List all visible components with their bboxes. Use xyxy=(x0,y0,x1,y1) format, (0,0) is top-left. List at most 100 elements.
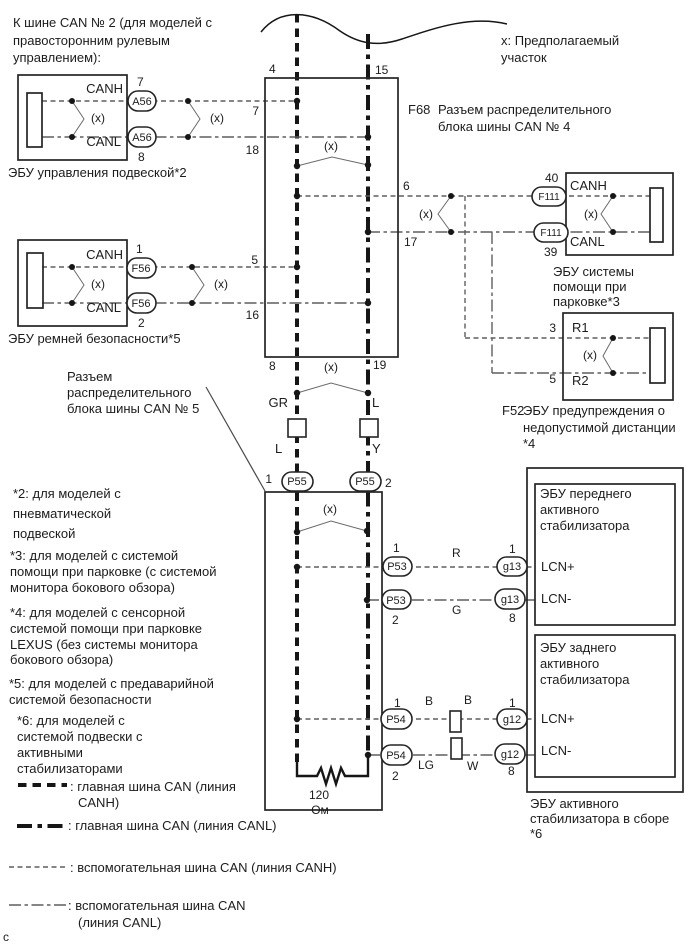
footnote-line: *3: для моделей с системой xyxy=(10,548,178,563)
footnote-line: *6: для моделей с xyxy=(17,713,125,728)
rear-stab-lcn-plus: LCN+ xyxy=(541,711,575,726)
f68-junction-box xyxy=(264,77,399,358)
distance-ecu-label-line: недопустимой дистанции xyxy=(523,420,676,435)
sub-canh-wires xyxy=(42,100,650,720)
connector-f56-canh xyxy=(126,257,157,279)
connector-g13-1 xyxy=(496,556,528,577)
pin-number: 5 xyxy=(549,372,556,386)
can5-label-line: блока шины CAN № 5 xyxy=(67,401,199,416)
front-stab-lcn-plus: LCN+ xyxy=(541,559,575,574)
wire-color-w: W xyxy=(467,759,479,773)
legend-text-line: : главная шина CAN (линия CANL) xyxy=(68,818,277,833)
chevron-parking-internal xyxy=(600,195,614,233)
connector-a56-canl xyxy=(127,126,157,148)
distance-r1-label: R1 xyxy=(572,320,589,335)
can5-label-pointer-line xyxy=(205,386,266,492)
wire-color-gr: GR xyxy=(269,395,289,410)
component-boxes xyxy=(17,74,684,811)
pin-number: 1 xyxy=(394,696,401,710)
chevron-can5-bus xyxy=(296,520,368,533)
seatbelt-canl-label: CANL xyxy=(86,300,121,315)
connector-f111-canl xyxy=(533,222,569,243)
connector-ovals xyxy=(126,90,569,766)
stab-assembly-label-line: ЭБУ активного xyxy=(530,796,619,811)
splice-junctions xyxy=(287,418,463,760)
junction-block-l-y xyxy=(359,418,379,438)
connector-f56-canl xyxy=(126,292,157,314)
junction-block-lg-w xyxy=(450,737,463,760)
footnote-line: *4: для моделей с сенсорной xyxy=(10,605,185,620)
front-stab-label-line: активного xyxy=(540,502,599,517)
wire-color-y: Y xyxy=(372,441,381,456)
pin-number: 8 xyxy=(508,764,515,778)
footnote-line: *2: для моделей с xyxy=(13,486,121,501)
x-mark: (x) xyxy=(210,111,224,125)
suspension-canh-label: CANH xyxy=(86,81,123,96)
connector-g12-8 xyxy=(494,743,526,765)
connector-p54-1 xyxy=(380,708,413,730)
pin-number: 8 xyxy=(509,611,516,625)
pin-number: 2 xyxy=(392,769,399,783)
x-mark: (x) xyxy=(584,207,598,221)
rear-stab-label-line: ЭБУ заднего xyxy=(540,640,616,655)
connector-f111-canh xyxy=(531,186,567,207)
stab-assembly-outer-box xyxy=(526,467,684,793)
pin-number: 16 xyxy=(246,308,260,322)
x-mark: (x) xyxy=(419,207,433,221)
footer-mark: с xyxy=(3,930,9,944)
pin-number: 17 xyxy=(404,235,418,249)
connector-g12-text: g12 xyxy=(503,714,521,726)
pin-number: 19 xyxy=(373,358,387,372)
suspension-ecu-label: ЭБУ управления подвеской*2 xyxy=(8,165,187,180)
chevron-seatbelt-outer xyxy=(191,266,205,304)
suspension-canl-label: CANL xyxy=(86,134,121,149)
footnote-line: LEXUS (без системы монитора xyxy=(10,637,198,652)
footnote-line: подвеской xyxy=(13,526,75,541)
x-mark: (x) xyxy=(91,111,105,125)
pin-number: 6 xyxy=(403,179,410,193)
connector-g13-8 xyxy=(494,588,526,610)
seatbelt-ecu-box xyxy=(17,239,128,327)
legend-samples xyxy=(9,783,68,906)
pin-number: 1 xyxy=(393,541,400,555)
can5-label-line: Разъем xyxy=(67,369,112,384)
x-mark: (x) xyxy=(324,360,338,374)
rear-stab-lcn-minus: LCN- xyxy=(541,743,571,758)
footnote-line: бокового обзора) xyxy=(10,652,113,667)
footnote-line: системой подвески с xyxy=(17,729,143,744)
connector-p54-text: P54 xyxy=(386,750,406,762)
legend-text-line: : вспомогательная шина CAN (линия CANH) xyxy=(70,860,337,875)
distance-ecu-box xyxy=(562,312,674,401)
can5-label-line: распределительного xyxy=(67,385,191,400)
chevron-right-branch xyxy=(437,195,452,233)
f68-id: F68 xyxy=(408,102,430,117)
footnote-line: системой помощи при парковке xyxy=(10,621,202,636)
connector-p55-2 xyxy=(349,471,382,492)
x-mark: (x) xyxy=(583,348,597,362)
distance-ecu-connector-rect xyxy=(649,327,666,384)
x-mark: (x) xyxy=(214,277,228,291)
footnote-line: пневматической xyxy=(13,506,111,521)
f68-label-line: блока шины CAN № 4 xyxy=(438,119,570,134)
x-mark-chevrons xyxy=(71,100,614,533)
connector-f111-text: F111 xyxy=(540,228,562,239)
pin-number: 5 xyxy=(251,253,258,267)
seatbelt-ecu-label: ЭБУ ремней безопасности*5 xyxy=(8,331,181,346)
parking-ecu-label-line: помощи при xyxy=(553,279,627,294)
distance-r2-label: R2 xyxy=(572,373,589,388)
footnote-line: активными xyxy=(17,745,83,760)
front-stab-ecu-box xyxy=(534,483,676,626)
wire-color-lg: LG xyxy=(418,758,434,772)
pin-number: 18 xyxy=(246,143,260,157)
chevron-suspension-inner xyxy=(71,100,85,138)
parking-ecu-label-line: парковке*3 xyxy=(553,294,620,309)
can5-junction-box xyxy=(264,491,383,811)
pin-number: 1 xyxy=(265,472,272,486)
pin-number: 2 xyxy=(385,476,392,490)
chevron-f68-bus xyxy=(296,156,369,167)
seatbelt-ecu-connector-rect xyxy=(26,252,44,309)
pin-number: 7 xyxy=(137,75,144,89)
pin-number: 1 xyxy=(509,696,516,710)
